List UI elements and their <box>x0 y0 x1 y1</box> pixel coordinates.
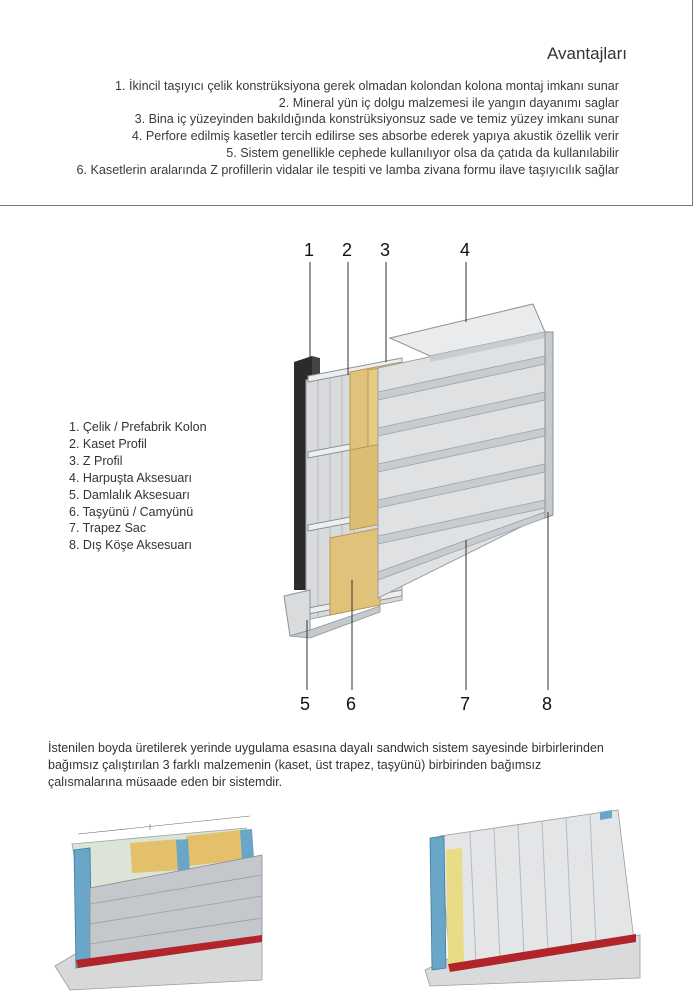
description-line: çalısmalarına müsaade eden bir sistemdir… <box>48 774 668 791</box>
corner-accessory <box>545 332 553 518</box>
drip-accessory <box>284 590 310 636</box>
rockwool-bottom <box>330 528 380 615</box>
callout-8: 8 <box>542 694 552 715</box>
system-illustration-right <box>425 810 640 986</box>
legend-item: 3. Z Profil <box>69 453 207 470</box>
legend-item: 8. Dış Köşe Aksesuarı <box>69 537 207 554</box>
legend-item: 7. Trapez Sac <box>69 520 207 537</box>
legend-item: 1. Çelik / Prefabrik Kolon <box>69 419 207 436</box>
callout-6: 6 <box>346 694 356 715</box>
callout-1: 1 <box>304 240 314 261</box>
callout-2: 2 <box>342 240 352 261</box>
callout-5: 5 <box>300 694 310 715</box>
system-illustration-left <box>55 816 262 990</box>
callout-7: 7 <box>460 694 470 715</box>
system-description: İstenilen boyda üretilerek yerinde uygul… <box>48 740 668 791</box>
callout-3: 3 <box>380 240 390 261</box>
description-line: bağımsız çalıştırılan 3 farklı malzemeni… <box>48 757 668 774</box>
callout-4: 4 <box>460 240 470 261</box>
legend-item: 6. Taşyünü / Camyünü <box>69 504 207 521</box>
diagram-legend: 1. Çelik / Prefabrik Kolon 2. Kaset Prof… <box>69 419 207 554</box>
legend-item: 4. Harpuşta Aksesuarı <box>69 470 207 487</box>
description-line: İstenilen boyda üretilerek yerinde uygul… <box>48 740 668 757</box>
legend-item: 5. Damlalık Aksesuarı <box>69 487 207 504</box>
legend-item: 2. Kaset Profil <box>69 436 207 453</box>
